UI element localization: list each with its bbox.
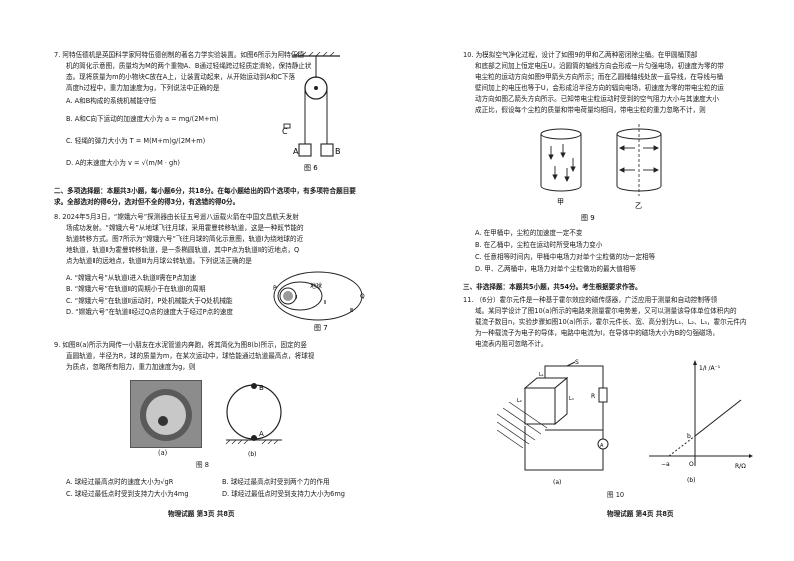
fig7-label-orbit1: Ⅰ: [296, 295, 297, 301]
q10-option-d: D. 甲、乙两桶中，电场力对单个尘粒做功的最大值相等: [475, 265, 636, 273]
q9-option-a: A. 球经过最高点时的速度大小为√gR: [66, 478, 174, 486]
fig6-label-a: A: [293, 147, 299, 156]
right-page: 10. 为模拟空气净化过程，设计了如图9的甲和乙两种密闭除尘桶。在甲圆桶顶部 和…: [397, 0, 794, 561]
fig10b-xlabel: R/Ω: [735, 463, 746, 470]
fig10-caption: 图 10: [607, 491, 625, 499]
q8-line-4: 地轨道，轨道Ⅱ为霍曼转移轨道，是一条椭圆轨道，其中P点为轨道Ⅱ的近地点，Q: [66, 246, 300, 254]
q11-line-5: 电流表内阻可忽略不计。: [475, 340, 548, 348]
q9-option-d: D. 球经过最低点时受到支持力大小为6mg: [222, 490, 345, 498]
q10-line-1: 10. 为模拟空气净化过程，设计了如图9的甲和乙两种密闭除尘桶。在甲圆桶顶部: [463, 51, 698, 59]
q8-line-5: 点为轨道Ⅱ的远地点，轨道Ⅲ为月球公转轨道。下列说法正确的是: [66, 257, 252, 265]
figure-9-cylinders: 甲 乙 图 9: [540, 124, 662, 222]
q11-line-4: 为一种载流子为电子的导体，电路中电流为I，在导体中的磁场大小为B的匀强磁场，: [475, 329, 719, 337]
fig10b-origin: O: [689, 461, 694, 468]
fig7-label-orbit2: Ⅱ: [324, 300, 326, 306]
fig8-label-b: B: [259, 384, 264, 392]
q11-line-1: 11. （6分）霍尔元件是一种基于霍尔效应的磁传感器，广泛应用于测量和自动控制等…: [463, 296, 718, 304]
q8-option-d: D. “嫦娥六号”在轨道Ⅱ经过Q点的速度大于经过P点的速度: [66, 308, 233, 316]
q11-line-2: 域。某同学设计了图10(a)所示的电路来测量霍尔电势差，又可以测量该导体单位体积…: [475, 307, 737, 315]
q10-line-3: 电尘粒的运动方向如图9甲箭头方向所示；而在乙圆桶轴线处放一直导线，在导线与桶: [475, 73, 724, 81]
q8-option-c: C. “嫦娥六号”在轨道Ⅱ运动时，P处机械能大于Q处机械能: [66, 297, 233, 305]
fig10-label-l3: L₃: [569, 396, 574, 402]
fig10b-ylabel: 1/I /A⁻¹: [699, 365, 721, 372]
q8-line-3: 轨道转移方式。图7所示为“嫦娥六号”飞往月球的简化示意图，轨道Ⅰ为绕地球的近: [66, 235, 304, 243]
q10-option-c: C. 任意相等时间内，甲桶中电场力对单个尘粒做的功一定相等: [475, 253, 656, 261]
fig8-caption: 图 8: [196, 461, 209, 469]
q10-line-5: 动方向如图乙箭头方向所示。已知带电尘粒运动时受到的空气阻力大小与其速度大小: [475, 95, 719, 103]
fig8-caption-a: (a): [158, 449, 168, 457]
section-2-heading: 二、多项选择题：本题共3小题，每小题6分，共18分。在每小题给出的四个选项中，有…: [54, 187, 356, 206]
q10-option-b: B. 在乙桶中，尘粒在运动时所受电场力变小: [475, 241, 603, 249]
fig7-label-orbit3: Ⅲ: [350, 308, 353, 314]
q8-line-2: 场成功发射。“嫦娥六号”从地球飞往月球，采用霍曼转移轨道，这是一种既节能的: [66, 224, 304, 232]
fig7-caption: 图 7: [314, 324, 328, 332]
fig10-caption-a: (a): [553, 479, 561, 486]
q7-option-b: B. A和C向下运动的加速度大小为 a = mg/(2M+m): [66, 115, 219, 123]
fig6-label-b: B: [335, 147, 341, 156]
fig7-label-p: P: [273, 285, 277, 292]
fig9-label-yi: 乙: [635, 202, 642, 210]
left-page: 7. 阿特伍德机是英国科学家阿特伍德创制的著名力学实验装置。如图6所示为阿特伍德…: [54, 51, 365, 518]
fig8-label-a: A: [259, 430, 264, 438]
q10-line-6: 成正比，假设每个尘粒的质量和带电荷量均相同，带电尘粒的重力忽略不计，则: [475, 106, 706, 114]
fig10-label-l2: L₂: [517, 398, 522, 404]
q10-option-a: A. 在甲桶中，尘粒的加速度一定不变: [475, 229, 583, 237]
fig6-caption: 图 6: [304, 164, 318, 172]
q9-option-b: B. 球经过最高点时受到两个力的作用: [222, 478, 330, 486]
q7-option-c: C. 轻绳的弹力大小为 T = M(M+m)g/(2M+m): [66, 137, 206, 145]
fig10-label-l1: L₁: [539, 372, 544, 378]
fig10-caption-b: (b): [687, 477, 696, 484]
left-page-footer: 物理试题 第3页 共8页: [168, 510, 235, 518]
right-page-footer: 物理试题 第4页 共8页: [607, 510, 674, 518]
q8-line-1: 8. 2024年5月3日，“嫦娥六号”探测器由长征五号遥八运载火箭在中国文昌航天…: [54, 213, 299, 221]
figure-10a-hall-circuit: S R A L₁ L₂ L₃ (a): [496, 359, 609, 486]
fig10-label-s: S: [575, 359, 579, 366]
photo-child-in-pipe: [130, 380, 202, 448]
q7-line-2: 机的简化示意图，质量均为M的两个重物A、B通过轻绳跨过轻质定滑轮，保持静止状: [66, 62, 312, 70]
fig10-label-ammeter: A: [600, 443, 604, 449]
q9-line-1: 9. 如图8(a)所示为网传一小朋友在水泥管道内奔跑，将其简化为图8(b)所示，…: [54, 341, 307, 349]
q7-line-1: 7. 阿特伍德机是英国科学家阿特伍德创制的著名力学实验装置。如图6所示为阿特伍德: [54, 51, 304, 59]
fig10b-intercept-x: −a: [661, 461, 670, 468]
q9-line-2: 直圆轨道，半径为R，球的质量为m，在某次运动中，球恰能通过轨道最高点，将球视: [66, 352, 315, 360]
q10-line-2: 和底部之间加上恒定电压U，沿圆筒的轴线方向会形成一片匀强电场，初速度为零的带: [475, 62, 724, 70]
fig9-caption: 图 9: [581, 214, 595, 222]
q7-option-d: D. A的末速度大小为 v = √(m/M · gh): [66, 159, 180, 167]
fig6-label-c: C: [282, 127, 288, 136]
q8-option-a: A. “嫦娥六号”从轨道Ⅰ进入轨道Ⅱ需在P点加速: [66, 274, 197, 282]
q7-line-3: 态。现将质量为m的小物块C放在A上，让装置动起来，从开始运动到A和C下落: [66, 73, 296, 81]
section-3-heading: 三、非选择题：本题共5小题，共54分。考生根据要求作答。: [463, 283, 642, 291]
fig7-label-q: Q: [360, 293, 365, 300]
fig10-label-r: R: [591, 393, 595, 400]
fig9-label-jia: 甲: [557, 198, 564, 206]
figure-6-atwood-machine: C A B 图 6: [282, 52, 341, 172]
q7-option-a: A. A和B构成的系统机械能守恒: [66, 97, 157, 105]
fig10b-intercept-y: b: [687, 433, 691, 440]
q9-line-3: 为质点，忽略所有阻力，重力加速度为g，则: [66, 363, 196, 371]
figure-7-orbits: 地球 P Q Ⅰ Ⅱ Ⅲ 图 7: [273, 271, 365, 332]
q9-option-c: C. 球经过最低点时受到支持力大小为4mg: [66, 490, 189, 498]
fig7-label-earth: 地球: [310, 282, 322, 290]
figure-8b-vertical-circle: B A (b): [225, 383, 282, 458]
figure-10b-graph: 1/I /A⁻¹ R/Ω O −a b (b): [649, 360, 753, 484]
q8-option-b: B. “嫦娥六号”在轨道Ⅱ的周期小于在轨道Ⅰ的周期: [66, 285, 206, 293]
q7-line-4: 高度h过程中，重力加速度为g，下列说法中正确的是: [66, 84, 220, 92]
q10-line-4: 壁间加上的电压也等于U，会形成沿半径方向的辐向电场，初速度为零的带电尘粒的运: [475, 84, 724, 92]
fig8-caption-b: (b): [248, 451, 257, 458]
q11-line-3: 载流子数目n，实验步骤如图10(a)所示，霍尔元件长、宽、高分别为L₁、L₂、L…: [475, 318, 747, 326]
